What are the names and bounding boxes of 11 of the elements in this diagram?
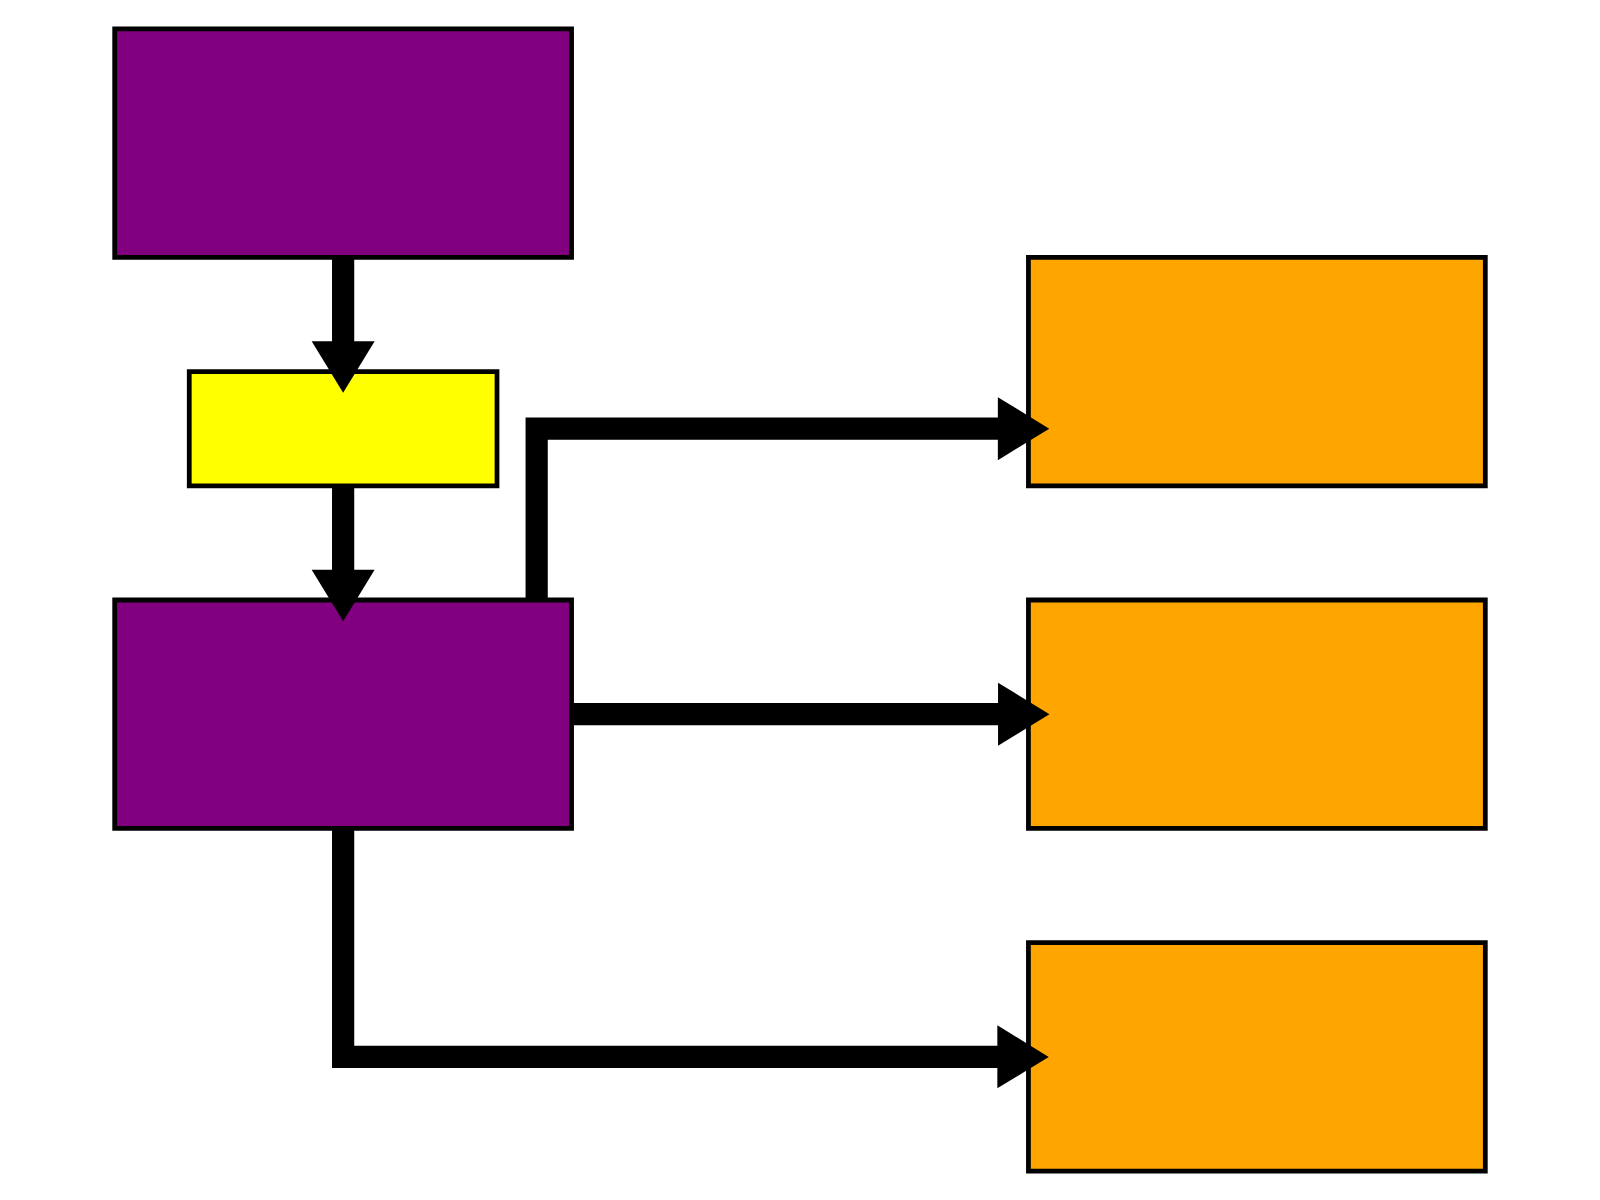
arrow — [332, 829, 1049, 1089]
node-box — [1026, 254, 1488, 489]
arrow — [311, 257, 375, 393]
node-box — [1026, 597, 1488, 831]
arrow — [525, 397, 1050, 600]
node-box — [1026, 940, 1488, 1174]
node-box — [112, 597, 574, 831]
arrow — [572, 682, 1050, 746]
node-box — [112, 26, 574, 260]
node-box — [186, 369, 500, 489]
arrow — [311, 486, 375, 622]
